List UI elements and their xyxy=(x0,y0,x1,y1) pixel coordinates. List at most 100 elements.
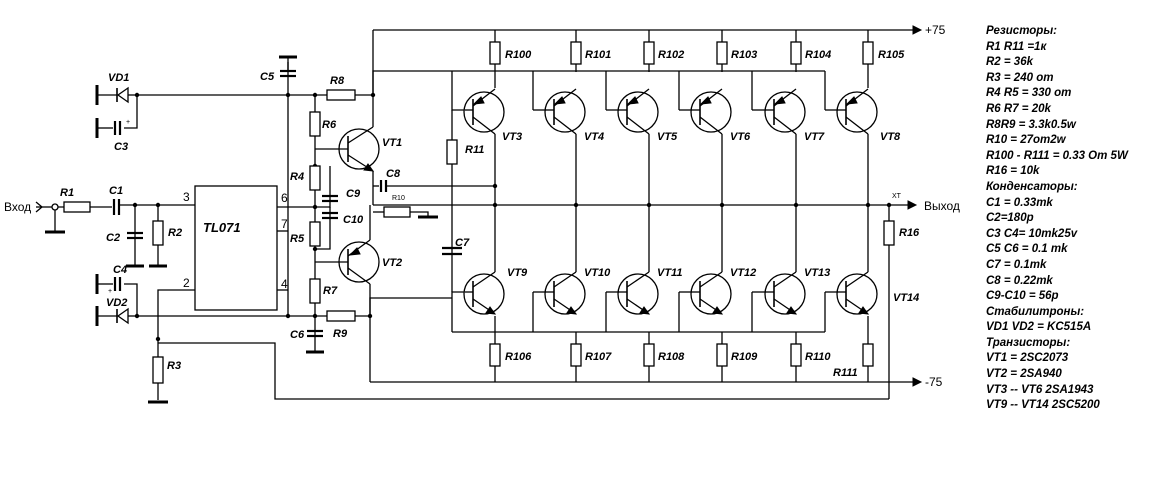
label-r104: R104 xyxy=(805,49,831,61)
resistor-r106 xyxy=(489,343,501,367)
resistor-r9 xyxy=(326,310,356,322)
c4-wire xyxy=(124,283,138,316)
label-vd2: VD2 xyxy=(106,297,127,309)
legend-line: Транзисторы: xyxy=(986,336,1071,349)
vt2-collector-link xyxy=(369,297,452,316)
resistor-r6 xyxy=(309,111,321,137)
label-r16: R16 xyxy=(899,227,920,239)
legend-line: Стабилитроны: xyxy=(986,305,1085,318)
opamp-tl071 xyxy=(194,185,278,311)
label-vt6: VT6 xyxy=(730,131,751,143)
legend-line: R4 R5 = 330 om xyxy=(986,87,1072,100)
legend-line: VT2 = 2SA940 xyxy=(986,368,1062,381)
input-terminal xyxy=(51,203,59,211)
label-r110: R110 xyxy=(805,351,831,363)
resistor-r2 xyxy=(152,220,164,246)
label-c2: C2 xyxy=(106,232,120,244)
resistor-r100 xyxy=(489,41,501,65)
label-r6: R6 xyxy=(322,119,337,131)
legend-line: VT3 -- VT6 2SA1943 xyxy=(986,383,1094,396)
label-r109: R109 xyxy=(731,351,758,363)
lower-transistors: VT9 VT10 VT11 VT12 VT13 V xyxy=(463,267,919,315)
feedback-wire xyxy=(158,342,889,400)
resistor-r109 xyxy=(716,343,728,367)
label-r1: R1 xyxy=(60,187,74,199)
resistor-r10 xyxy=(383,206,411,218)
label-r107: R107 xyxy=(585,351,612,363)
label-vt4: VT4 xyxy=(584,131,604,143)
transistor-vt11 xyxy=(616,271,659,315)
label-vt10: VT10 xyxy=(584,267,611,279)
label-r111: R111 xyxy=(833,367,858,379)
legend-line: R100 - R111 = 0.33 Om 5W xyxy=(986,149,1128,162)
transistor-vt6 xyxy=(689,88,732,135)
transistor-vt9 xyxy=(463,271,505,315)
resistor-r105 xyxy=(862,41,874,65)
label-c3: C3 xyxy=(114,141,128,153)
label-c8: C8 xyxy=(386,168,401,180)
collector-wires xyxy=(494,134,869,272)
label-vt1: VT1 xyxy=(382,137,402,149)
label-c9: C9 xyxy=(346,188,361,200)
vt1-collector-link xyxy=(372,70,452,95)
transistor-vt5 xyxy=(616,88,659,135)
label-vt11: VT11 xyxy=(657,267,682,279)
label-r100: R100 xyxy=(505,49,532,61)
label-r5: R5 xyxy=(290,233,305,245)
legend-line: Конденсаторы: xyxy=(986,180,1078,193)
label-vt5: VT5 xyxy=(657,131,678,143)
resistor-r111 xyxy=(862,343,874,367)
upper-emitter-resistors: R100 R101 R102 R103 R104 R105 xyxy=(489,30,905,88)
label-r106: R106 xyxy=(505,351,532,363)
label-r8: R8 xyxy=(330,75,345,87)
resistor-r7 xyxy=(309,278,321,304)
legend-line: C7 = 0.1mk xyxy=(986,258,1047,271)
resistor-r101 xyxy=(570,41,582,65)
resistor-r110 xyxy=(790,343,802,367)
resistor-r8 xyxy=(326,89,356,101)
label-c5: C5 xyxy=(260,71,275,83)
resistor-r103 xyxy=(716,41,728,65)
legend-line: VD1 VD2 = KC515A xyxy=(986,321,1092,334)
label-r10: R10 xyxy=(392,195,405,202)
resistor-r3 xyxy=(152,356,164,384)
output-label: Выход xyxy=(924,199,960,213)
resistor-r104 xyxy=(790,41,802,65)
pos-rail-arrow xyxy=(912,25,923,35)
legend-line: R1 R11 =1к xyxy=(986,40,1047,53)
label-c6: C6 xyxy=(290,329,305,341)
diode-vd1 xyxy=(116,86,129,104)
label-vt12: VT12 xyxy=(730,267,756,279)
label-pin7: 7 xyxy=(281,217,288,231)
transistor-vt14 xyxy=(835,271,878,315)
label-opamp: TL071 xyxy=(203,220,241,235)
legend-line: R2 = 36k xyxy=(986,56,1033,69)
label-c7: C7 xyxy=(455,237,470,249)
output-tag: XT xyxy=(892,193,902,200)
label-pin6: 6 xyxy=(281,191,288,205)
resistor-r108 xyxy=(643,343,655,367)
legend-line: C5 C6 = 0.1 mk xyxy=(986,243,1068,256)
lower-emitter-resistors: R106 R107 R108 R109 R110 R111 xyxy=(489,316,874,382)
label-c1: C1 xyxy=(109,185,123,197)
transistor-vt1 xyxy=(315,95,380,205)
label-c10: C10 xyxy=(343,214,364,226)
label-vt8: VT8 xyxy=(880,131,901,143)
label-c4: C4 xyxy=(113,264,127,276)
transistor-vt12 xyxy=(689,271,732,315)
label-r7: R7 xyxy=(323,285,338,297)
legend-line: R8R9 = 3.3k0.5w xyxy=(986,118,1076,131)
pos-rail-label: +75 xyxy=(925,23,946,37)
diode-vd2 xyxy=(116,307,129,325)
neg-rail-arrow xyxy=(912,377,923,387)
label-vt14: VT14 xyxy=(893,292,919,304)
label-r108: R108 xyxy=(658,351,685,363)
label-r105: R105 xyxy=(878,49,905,61)
label-r9: R9 xyxy=(333,328,348,340)
c3-plus-sign: + xyxy=(126,119,130,126)
resistor-r107 xyxy=(570,343,582,367)
r10-wire-right xyxy=(410,211,429,216)
label-vt3: VT3 xyxy=(502,131,522,143)
